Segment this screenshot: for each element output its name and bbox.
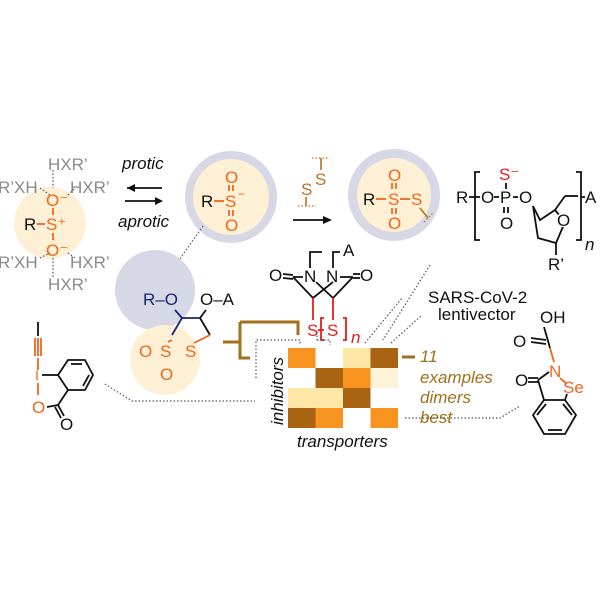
disulfide-sulfur-1: S — [315, 170, 326, 189]
hxr-bottom: HXR’ — [48, 275, 88, 294]
dithiane-oxo-left: O — [139, 342, 152, 361]
solvation-halo — [14, 187, 86, 259]
aprotic-label: aprotic — [118, 212, 170, 231]
dimer-oxygen-right: O — [360, 266, 373, 285]
disulfide-sulfur-2: S — [301, 180, 312, 199]
dimers-label: dimers — [420, 388, 472, 407]
dimer-a: A — [343, 241, 355, 260]
transporters-axis-label: transporters — [297, 432, 388, 451]
sars-cov-2-label: SARS-CoV-2 — [428, 288, 527, 307]
ebselen-oh: OH — [540, 308, 566, 327]
pt-ring-oxygen: O — [557, 211, 570, 230]
ebselen-nitrogen: N — [549, 362, 561, 381]
heatmap-cell — [315, 388, 343, 408]
dithiane-dioxide: R–O O–A O S S O — [115, 225, 235, 395]
sulfinate-sulfur: S — [225, 192, 236, 211]
examples-label: examples — [420, 368, 493, 387]
ebx-ring-oxygen: O — [32, 398, 45, 417]
hxr-top: HXR’ — [48, 155, 88, 174]
pt-r-prime: R’ — [548, 255, 564, 274]
protic-label: protic — [121, 154, 164, 173]
rxh-upper-left: R’XH — [0, 178, 38, 197]
ebselen-derivative: OH O N Se O — [513, 308, 584, 435]
pt-oxygen: O — [481, 188, 494, 207]
thiosulfonate-sulfur: S — [388, 190, 399, 209]
oxygen-lower: O⁻ — [46, 241, 68, 260]
phosphorothioate-oligo: R O P S⁻ O O A R’ n O — [456, 165, 597, 274]
heatmap-cell — [370, 388, 398, 408]
dithiane-oa: O–A — [200, 290, 235, 309]
sulfinate-charge: − — [238, 187, 245, 201]
pt-thiolate: S⁻ — [499, 165, 519, 184]
dimer-oxygen-left: O — [269, 266, 282, 285]
dimer-repeat-n: n — [351, 328, 360, 347]
pt-oxo: O — [500, 214, 513, 233]
inhibitors-axis-label: inhibitors — [268, 356, 287, 425]
heatmap-cell — [315, 348, 343, 368]
solvated-sulfinate: HXR’ R’XH HXR’ O⁻ R S⁺ O⁻ R’XH HXR’ HXR’ — [0, 155, 110, 294]
thiosulfonate-oxygen-bottom: O — [388, 214, 401, 233]
pt-ester-oxygen: O — [519, 188, 532, 207]
pt-repeat-n: n — [585, 235, 594, 254]
ebselen-carbonyl-oxygen: O — [515, 371, 528, 390]
heatmap-cell — [288, 408, 316, 428]
equilibrium: protic aprotic — [118, 154, 170, 231]
ebx-carbonyl-oxygen: O — [60, 415, 73, 434]
heatmap-cell — [288, 368, 316, 388]
thiosulfonate-sulfur-2: S — [411, 190, 422, 209]
ebselen-selenium: Se — [563, 378, 584, 397]
heatmap-cell — [288, 348, 316, 368]
dithiane-ro: R–O — [143, 290, 178, 309]
pt-r: R — [456, 188, 468, 207]
dimer-sulfur-2: S — [327, 321, 338, 340]
arrow-right-icon — [155, 197, 163, 205]
rxh-lower-left: R’XH — [0, 253, 38, 272]
dithiane-oxo-bottom: O — [160, 365, 173, 384]
disulfide-reagent: S S — [293, 157, 332, 224]
thiosulfonate-r: R — [363, 190, 375, 209]
dithiane-sulfide: S — [185, 342, 196, 361]
thiosulfonate: O R S S O — [348, 149, 440, 241]
lentivector-label: lentivector — [438, 305, 516, 324]
heatmap-cell — [370, 348, 398, 368]
heatmap-cell — [343, 368, 371, 388]
examples-count: 11 — [420, 347, 438, 366]
heatmap-cell — [315, 408, 343, 428]
oxygen-upper: O⁻ — [46, 191, 68, 210]
category-brackets — [223, 264, 431, 378]
r-group: R — [24, 215, 36, 234]
arrow-left-icon — [127, 184, 135, 192]
summary-text: 11 examples dimers best — [420, 347, 493, 427]
sulfur-cation: S⁺ — [46, 215, 66, 234]
heatmap-cell — [315, 368, 343, 388]
thiosulfonate-oxygen-top: O — [388, 166, 401, 185]
heatmap-cell — [343, 388, 371, 408]
sulfinate-oxygen-bottom: O — [225, 216, 238, 235]
pt-a: A — [585, 188, 597, 207]
pt-phosphorus: P — [500, 188, 511, 207]
activity-heatmap — [288, 348, 398, 428]
ebx-reagent: I O O — [32, 322, 95, 434]
iodine: I — [35, 367, 39, 383]
ebselen-connector — [405, 405, 521, 419]
sulfinate-oxygen-top: O — [225, 168, 238, 187]
sulfinate-r: R — [201, 192, 213, 211]
naked-sulfinate: O R S − O — [185, 151, 277, 243]
dithiane-sulfone: S — [160, 342, 171, 361]
diketopiperazine-dimer: O N N A O S S n — [269, 241, 373, 347]
arrow-right-icon — [323, 216, 332, 224]
heatmap-cell — [343, 408, 371, 428]
hxr-lower-right: HXR’ — [70, 253, 110, 272]
dimer-n-left: N — [304, 267, 316, 286]
heatmap-cell — [288, 388, 316, 408]
dimer-n-right: N — [326, 267, 338, 286]
heatmap-cell — [370, 408, 398, 428]
heatmap-cell — [370, 368, 398, 388]
heatmap-cell — [343, 348, 371, 368]
ebx-connector — [104, 383, 255, 402]
dimer-sulfur-1: S — [307, 321, 318, 340]
hxr-upper-right: HXR’ — [70, 178, 110, 197]
ebselen-acid-oxygen: O — [513, 332, 526, 351]
